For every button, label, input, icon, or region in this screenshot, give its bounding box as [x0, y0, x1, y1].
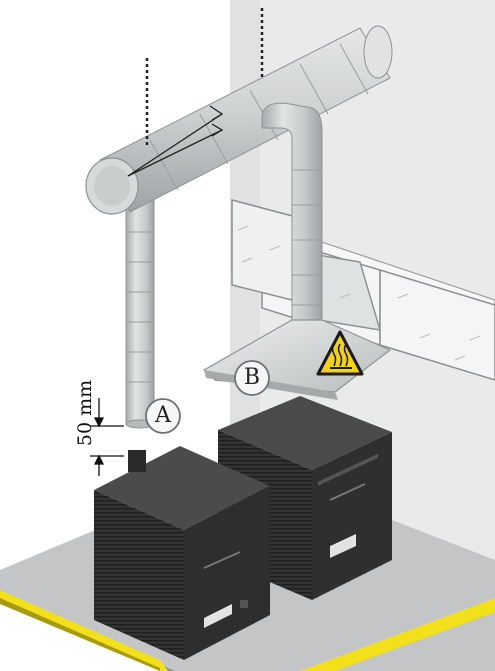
callout-a-label: A: [155, 403, 171, 428]
callout-b: [234, 360, 270, 396]
callout-b-label: B: [243, 365, 261, 390]
slope-arrows: [127, 105, 224, 177]
callout-a: [145, 398, 181, 434]
dimension-label: 50 mm: [74, 379, 96, 447]
duct-b-vertical: [261, 102, 323, 321]
clearance-dimension: [90, 398, 124, 476]
safety-stripe: [0, 590, 168, 671]
hot-surface-warning-icon: [316, 330, 364, 376]
safety-stripe-right: [300, 598, 495, 671]
furnace-left: [94, 446, 270, 660]
duct-a-vertical: [125, 197, 155, 429]
main-duct: [85, 25, 393, 215]
